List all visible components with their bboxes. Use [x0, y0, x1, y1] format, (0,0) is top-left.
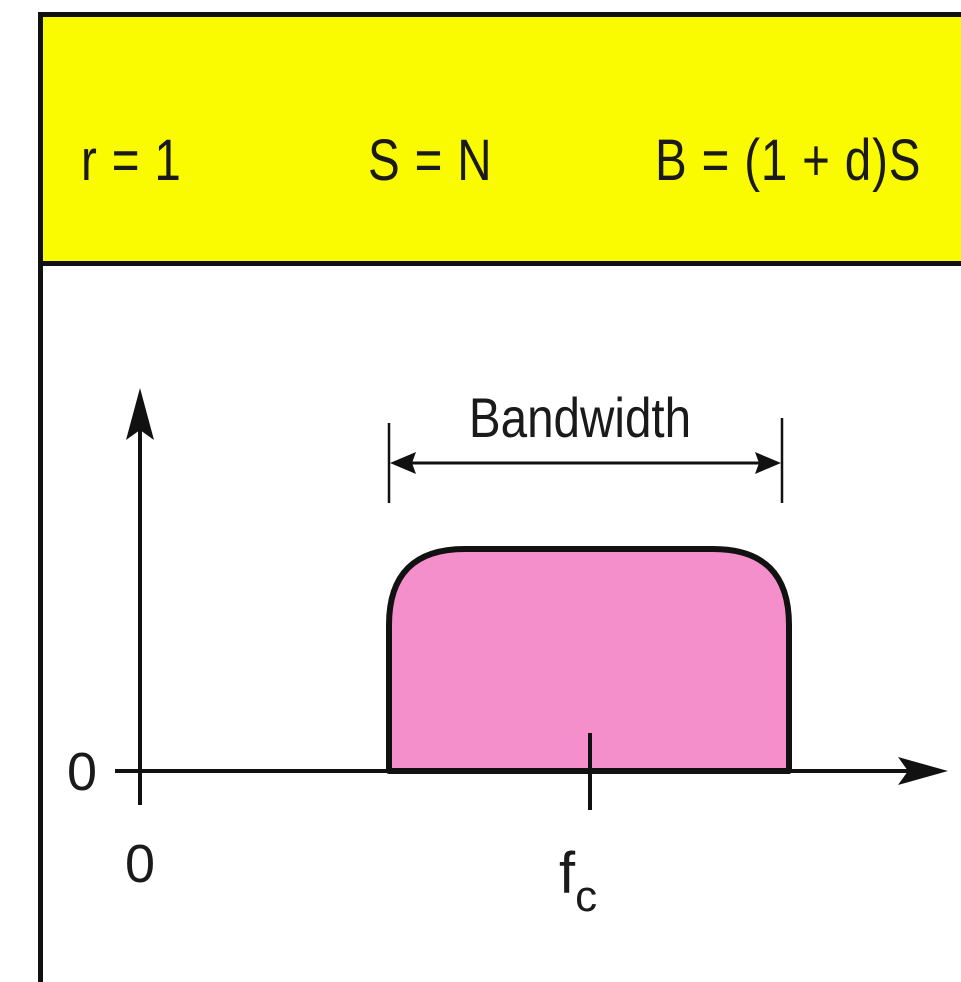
equation-header: r = 1 S = N B = (1 + d)S — [38, 12, 961, 266]
center-frequency-label: fc — [559, 841, 597, 921]
x-axis-arrow — [898, 757, 948, 785]
bandwidth-arrow-right — [755, 452, 781, 474]
x-origin-label: 0 — [125, 834, 155, 894]
y-origin-label: 0 — [67, 742, 97, 802]
equation-r: r = 1 — [81, 128, 182, 193]
bandwidth-label: Bandwidth — [469, 387, 691, 449]
center-frequency-subscript: c — [575, 872, 597, 921]
equation-s: S = N — [368, 128, 493, 193]
equation-b: B = (1 + d)S — [655, 128, 922, 193]
bandwidth-arrow-left — [390, 452, 416, 474]
spectrum-band — [386, 546, 792, 774]
y-axis-arrow — [126, 388, 154, 440]
center-frequency-symbol: f — [559, 841, 576, 906]
